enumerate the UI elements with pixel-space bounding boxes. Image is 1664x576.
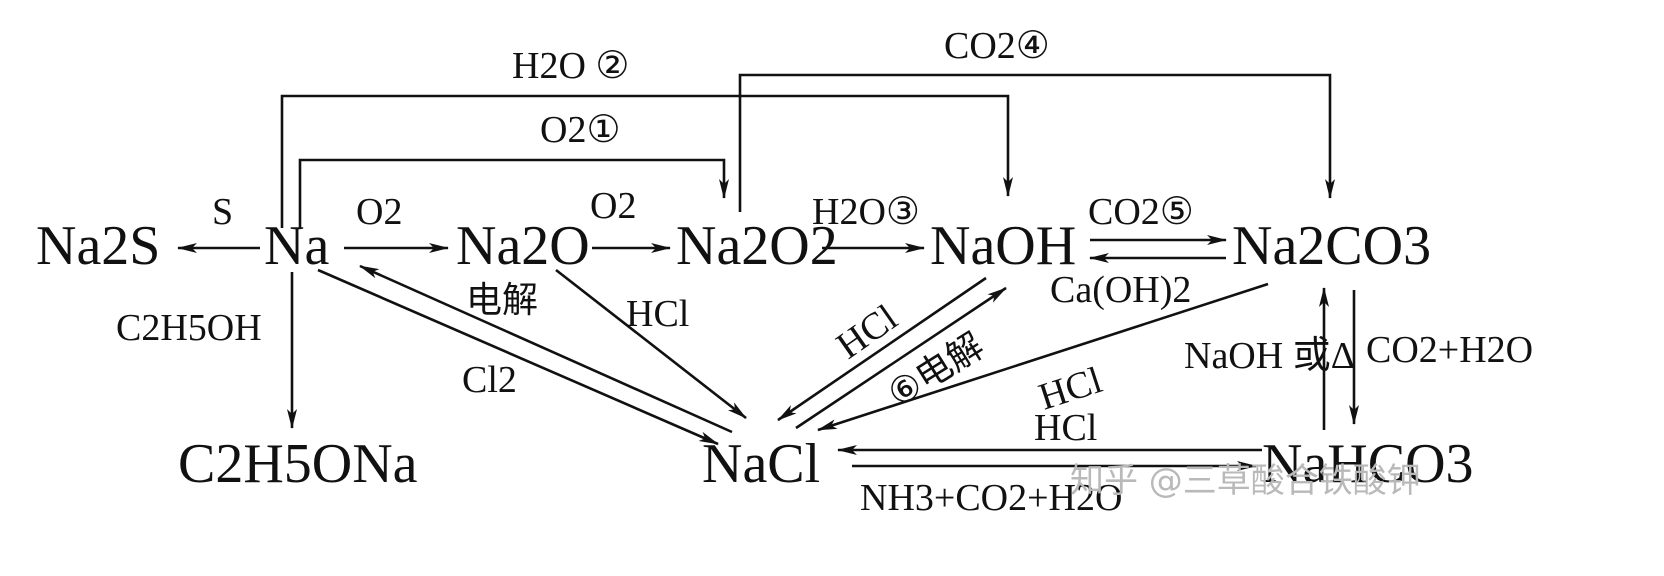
arrow-na-to-naoh-h2o [280,94,1013,228]
arrow-na2o-to-nacl [555,268,747,420]
label-co2-4: CO2④ [944,25,1050,67]
species-na2o: Na2O [456,215,590,277]
label-hcl-na2o: HCl [626,293,689,335]
label-electrolysis: 电解 [466,280,538,321]
arrow-naoh-to-nacl [777,276,987,422]
species-c2h5ona: C2H5ONa [178,433,418,495]
arrow-na-to-na2o2-o2 [298,158,729,228]
species-na2co3: Na2CO3 [1232,215,1431,277]
label-c2h5oh: C2H5OH [116,307,262,349]
label-hcl-nahco3: HCl [1034,407,1097,449]
arrow-na2o2-to-na2co3-co2 [738,73,1335,212]
label-hcl-naoh: HCl [829,297,905,368]
label-naoh-or-heat: NaOH 或Δ [1184,335,1355,377]
species-naoh: NaOH [930,215,1076,277]
species-nahco3: NaHCO3 [1262,433,1474,495]
label-h2o-2: H2O ② [512,45,629,87]
species-na2s: Na2S [36,215,160,277]
watermark: 知乎 @三草酸合铁酸钾 [1070,461,1421,501]
arrow-nacl-to-naoh [795,286,1007,430]
arrow-na2co3-to-nacl [817,282,1269,432]
species-na2o2: Na2O2 [676,215,838,277]
label-o2-1: O2① [540,109,621,151]
species-na: Na [264,215,329,277]
label-caoh2: Ca(OH)2 [1050,269,1191,311]
label-s: S [212,191,233,233]
label-co2-5: CO2⑤ [1088,191,1194,233]
label-o2-na2o-na2o2: O2 [590,185,636,227]
label-nh3-co2-h2o: NH3+CO2+H2O [860,477,1122,519]
arrow-nacl-to-na [359,264,733,434]
species-nacl: NaCl [702,433,820,495]
label-cl2: Cl2 [462,359,517,401]
arrow-na-to-nacl [317,268,719,446]
label-o2-na-na2o: O2 [356,191,402,233]
label-co2-h2o: CO2+H2O [1366,329,1533,371]
label-h2o-3: H2O③ [812,191,920,233]
